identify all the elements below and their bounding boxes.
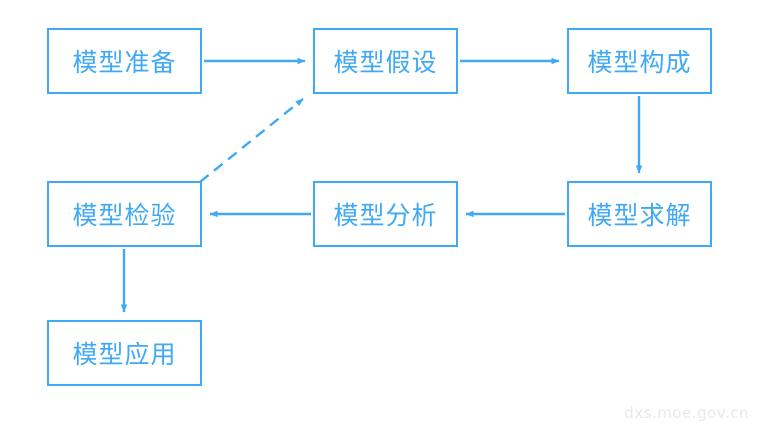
node-label: 模型构成 — [587, 48, 692, 77]
node-model-verification[interactable]: 模型检验 — [47, 181, 202, 247]
node-model-assumption[interactable]: 模型假设 — [313, 28, 458, 94]
node-model-preparation[interactable]: 模型准备 — [47, 28, 202, 94]
node-label: 模型分析 — [333, 201, 438, 230]
watermark-text: dxs.moe.gov.cn — [624, 404, 749, 422]
node-model-application[interactable]: 模型应用 — [47, 320, 202, 386]
node-model-solving[interactable]: 模型求解 — [567, 181, 712, 247]
node-label: 模型假设 — [333, 48, 438, 77]
edge-verify-to-assume-dashed — [199, 98, 304, 183]
node-label: 模型检验 — [72, 201, 177, 230]
node-model-construction[interactable]: 模型构成 — [567, 28, 712, 94]
node-label: 模型准备 — [72, 48, 177, 77]
node-label: 模型求解 — [587, 201, 692, 230]
node-label: 模型应用 — [72, 340, 177, 369]
node-model-analysis[interactable]: 模型分析 — [313, 181, 458, 247]
